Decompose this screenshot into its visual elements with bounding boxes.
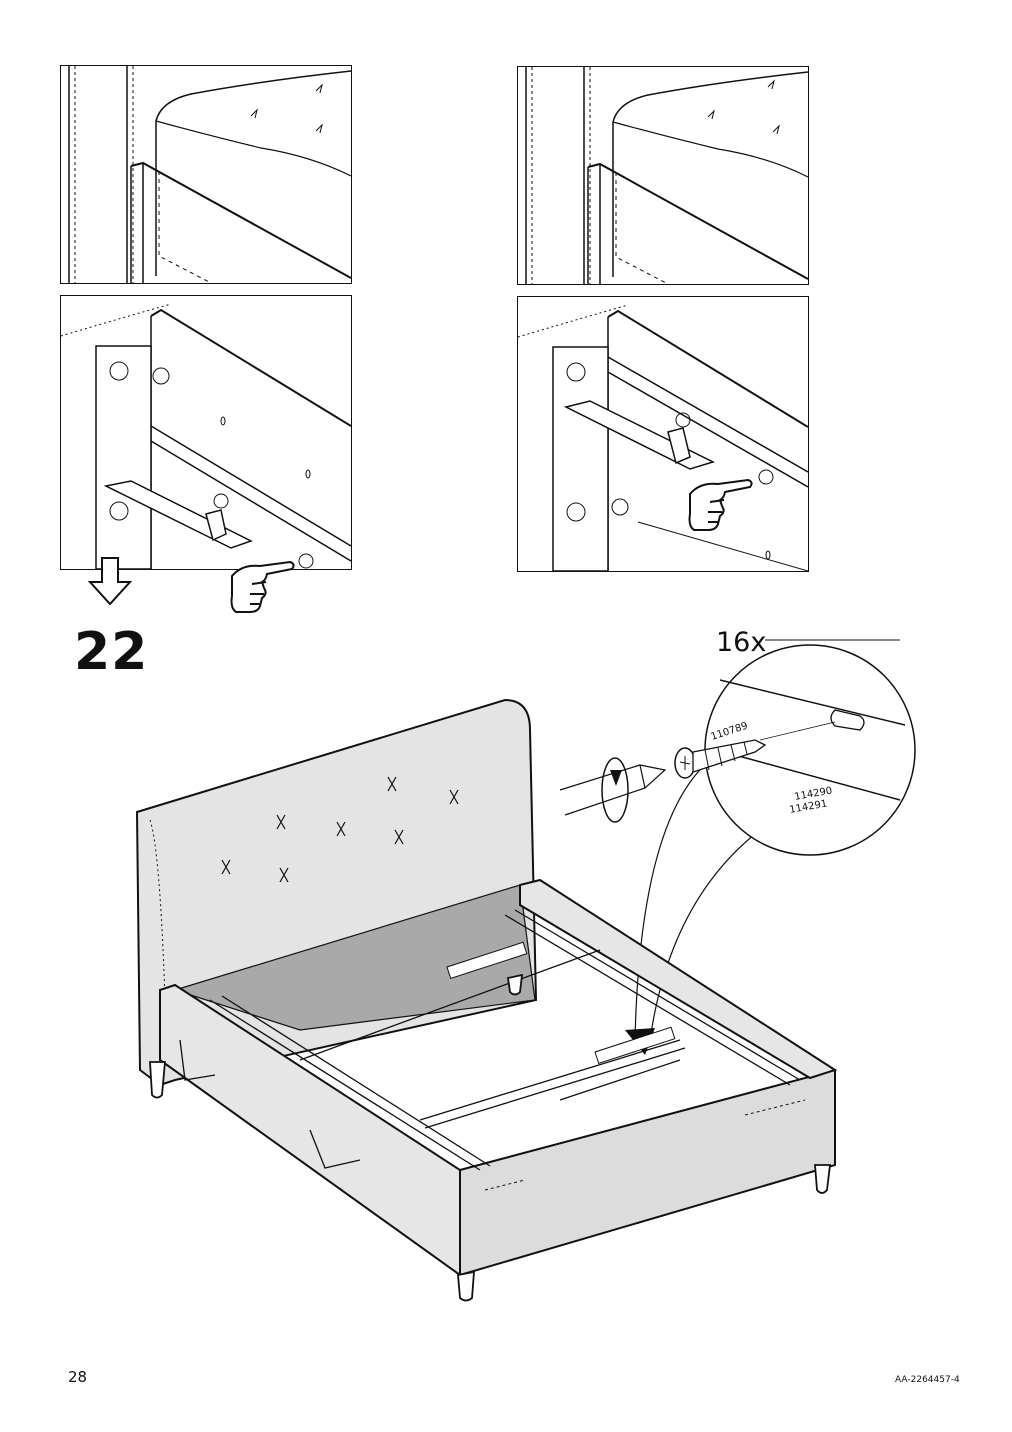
mattress-edge-illustration (525, 67, 808, 284)
detail-panel-mattress-right (517, 66, 809, 285)
tufting-buttons (221, 776, 459, 883)
mattress-edge-illustration (68, 66, 351, 283)
detail-panel-mattress-left (60, 65, 352, 284)
detail-panel-bracket-left (60, 295, 352, 570)
step-number: 22 (74, 622, 149, 682)
document-code: AA-2264457-4 (895, 1375, 960, 1385)
screw-callout: 110789 114290 114291 (559, 639, 916, 1055)
page-number: 28 (68, 1368, 88, 1386)
pointing-hand-icon (230, 560, 295, 613)
bracket-rail-illustration (61, 303, 351, 569)
bracket-rail-illustration (518, 304, 808, 571)
bed-legs (149, 973, 832, 1302)
pointing-hand-icon (688, 478, 753, 531)
detail-panel-bracket-right (517, 296, 809, 572)
down-arrow-icon (87, 557, 133, 606)
quantity-label: 16x (716, 627, 767, 658)
screwdriver-rotate-icon (559, 757, 667, 823)
screw-icon (674, 739, 767, 779)
bed-frame-illustration: 110789 114290 114291 (135, 639, 916, 1302)
